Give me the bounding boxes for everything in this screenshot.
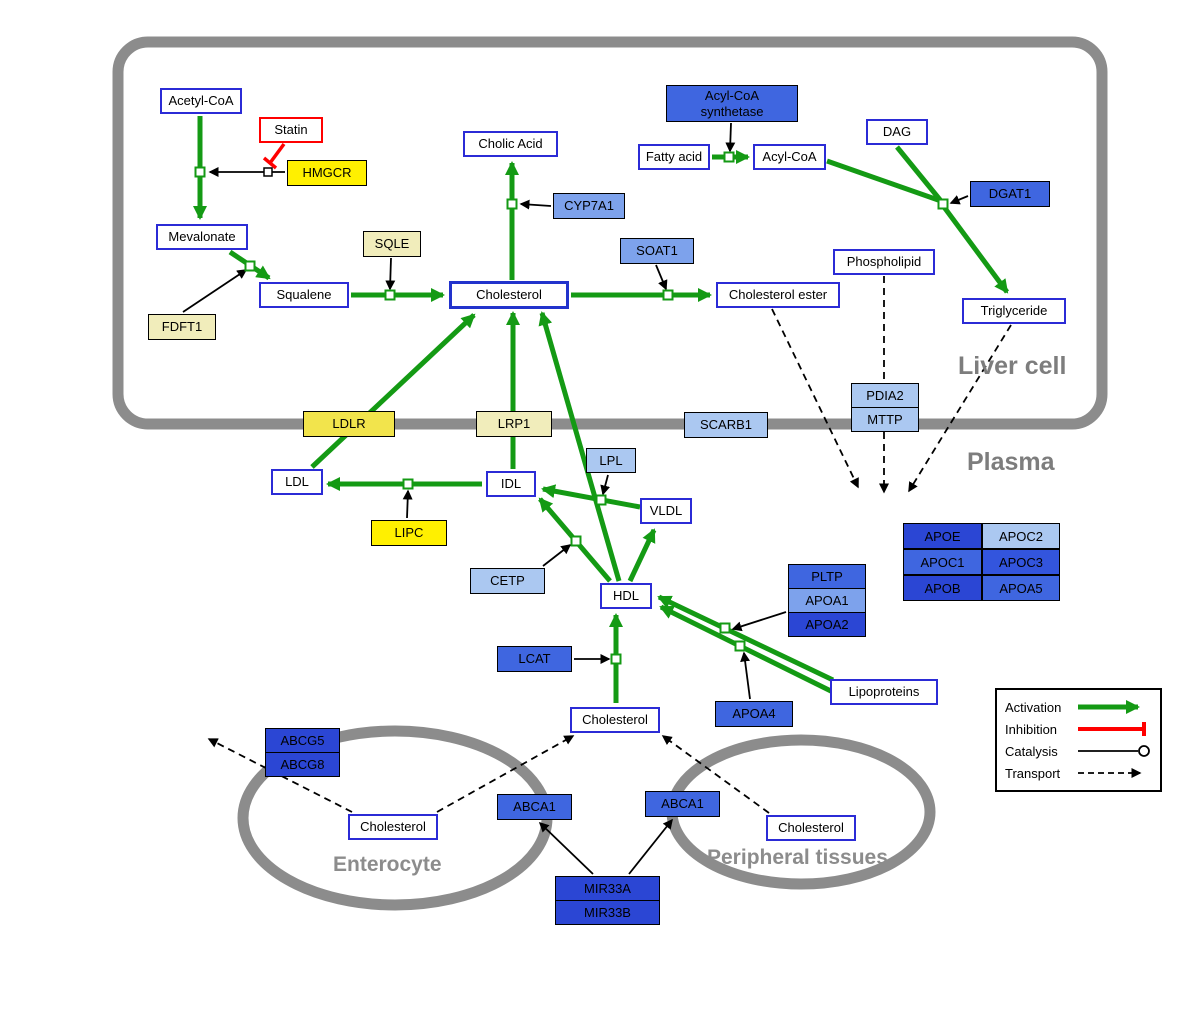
activation-edges — [193, 116, 1010, 703]
apolipoprotein-table: APOE APOC2 APOC1 APOC3 APOB APOA5 — [903, 523, 1060, 601]
liver-cell-membrane — [112, 36, 1108, 430]
node-apoa2[interactable]: APOA2 — [788, 612, 866, 637]
legend-transport-label: Transport — [1005, 765, 1061, 781]
node-dag[interactable]: DAG — [866, 119, 928, 145]
legend-activation-label: Activation — [1005, 699, 1062, 715]
node-apoa1[interactable]: APOA1 — [788, 588, 866, 613]
node-apob[interactable]: APOB — [903, 575, 982, 601]
node-lipc[interactable]: LIPC — [371, 520, 447, 546]
activation-arrow-icon — [1078, 700, 1140, 714]
node-vldl[interactable]: VLDL — [640, 498, 692, 524]
catalysis-circle-icon — [1078, 745, 1150, 757]
node-apoc1[interactable]: APOC1 — [903, 549, 982, 575]
transport-edges — [207, 276, 1012, 814]
node-acyl-coa-synthetase[interactable]: Acyl-CoA synthetase — [666, 85, 798, 122]
node-soat1[interactable]: SOAT1 — [620, 238, 694, 264]
liver-cell-label: Liver cell — [958, 352, 1067, 380]
node-lpl[interactable]: LPL — [586, 448, 636, 473]
node-apoe[interactable]: APOE — [903, 523, 982, 549]
legend: Activation Inhibition Catalysis Transpor… — [995, 688, 1162, 792]
node-lipoproteins[interactable]: Lipoproteins — [830, 679, 938, 705]
node-lcat[interactable]: LCAT — [497, 646, 572, 672]
node-dgat1[interactable]: DGAT1 — [970, 181, 1050, 207]
node-acetyl-coa[interactable]: Acetyl-CoA — [160, 88, 242, 114]
node-apoa5[interactable]: APOA5 — [982, 575, 1060, 601]
node-idl[interactable]: IDL — [486, 471, 536, 497]
node-cholesterol-peripheral[interactable]: Cholesterol — [766, 815, 856, 841]
node-apoc2[interactable]: APOC2 — [982, 523, 1060, 549]
node-abcg8[interactable]: ABCG8 — [265, 752, 340, 777]
reaction-node-squares — [194, 151, 949, 665]
node-statin[interactable]: Statin — [259, 117, 323, 143]
node-lrp1[interactable]: LRP1 — [476, 411, 552, 437]
plasma-label: Plasma — [967, 448, 1055, 476]
inhibition-edge — [262, 142, 286, 170]
node-abcg5[interactable]: ABCG5 — [265, 728, 340, 753]
node-acyl-coa[interactable]: Acyl-CoA — [753, 144, 826, 170]
node-apoc3[interactable]: APOC3 — [982, 549, 1060, 575]
acs-line-2: synthetase — [700, 103, 764, 119]
catalysis-edges — [182, 122, 969, 875]
pltp-apoa-complex: PLTP APOA1 APOA2 — [788, 564, 866, 637]
node-scarb1[interactable]: SCARB1 — [684, 412, 768, 438]
acs-line-1: Acyl-CoA — [704, 87, 760, 103]
legend-row-transport: Transport — [1005, 763, 1152, 783]
node-cholesterol-enterocyte[interactable]: Cholesterol — [348, 814, 438, 840]
node-ldl[interactable]: LDL — [271, 469, 323, 495]
node-mir33a[interactable]: MIR33A — [555, 876, 660, 901]
node-ldlr[interactable]: LDLR — [303, 411, 395, 437]
node-cholesterol-ester[interactable]: Cholesterol ester — [716, 282, 840, 308]
node-cholesterol-plasma[interactable]: Cholesterol — [570, 707, 660, 733]
peripheral-tissues-label: Peripheral tissues — [707, 846, 888, 869]
legend-catalysis-label: Catalysis — [1005, 743, 1058, 759]
legend-row-inhibition: Inhibition — [1005, 719, 1152, 739]
node-hdl[interactable]: HDL — [600, 583, 652, 609]
abcg5-abcg8-complex: ABCG5 ABCG8 — [265, 728, 340, 777]
node-mttp[interactable]: MTTP — [851, 407, 919, 432]
node-hmgcr[interactable]: HMGCR — [287, 160, 367, 186]
node-phospholipid[interactable]: Phospholipid — [833, 249, 935, 275]
legend-row-activation: Activation — [1005, 697, 1152, 717]
node-cetp[interactable]: CETP — [470, 568, 545, 594]
mir33-complex: MIR33A MIR33B — [555, 876, 660, 925]
pdia2-mttp-complex: PDIA2 MTTP — [851, 383, 919, 432]
node-abca1-enterocyte[interactable]: ABCA1 — [497, 794, 572, 820]
node-mevalonate[interactable]: Mevalonate — [156, 224, 248, 250]
transport-arrow-icon — [1078, 768, 1142, 778]
node-squalene[interactable]: Squalene — [259, 282, 349, 308]
enterocyte-label: Enterocyte — [333, 853, 442, 876]
legend-row-catalysis: Catalysis — [1005, 741, 1152, 761]
node-apoa4[interactable]: APOA4 — [715, 701, 793, 727]
node-sqle[interactable]: SQLE — [363, 231, 421, 257]
node-abca1-peripheral[interactable]: ABCA1 — [645, 791, 720, 817]
legend-inhibition-label: Inhibition — [1005, 721, 1058, 737]
statin-target-square — [263, 167, 273, 177]
node-cholesterol-liver[interactable]: Cholesterol — [449, 281, 569, 309]
node-pdia2[interactable]: PDIA2 — [851, 383, 919, 408]
node-fatty-acid[interactable]: Fatty acid — [638, 144, 710, 170]
node-triglyceride[interactable]: Triglyceride — [962, 298, 1066, 324]
inhibition-bar-icon — [1078, 722, 1146, 736]
node-cholic-acid[interactable]: Cholic Acid — [463, 131, 558, 157]
node-fdft1[interactable]: FDFT1 — [148, 314, 216, 340]
node-cyp7a1[interactable]: CYP7A1 — [553, 193, 625, 219]
node-pltp[interactable]: PLTP — [788, 564, 866, 589]
node-mir33b[interactable]: MIR33B — [555, 900, 660, 925]
